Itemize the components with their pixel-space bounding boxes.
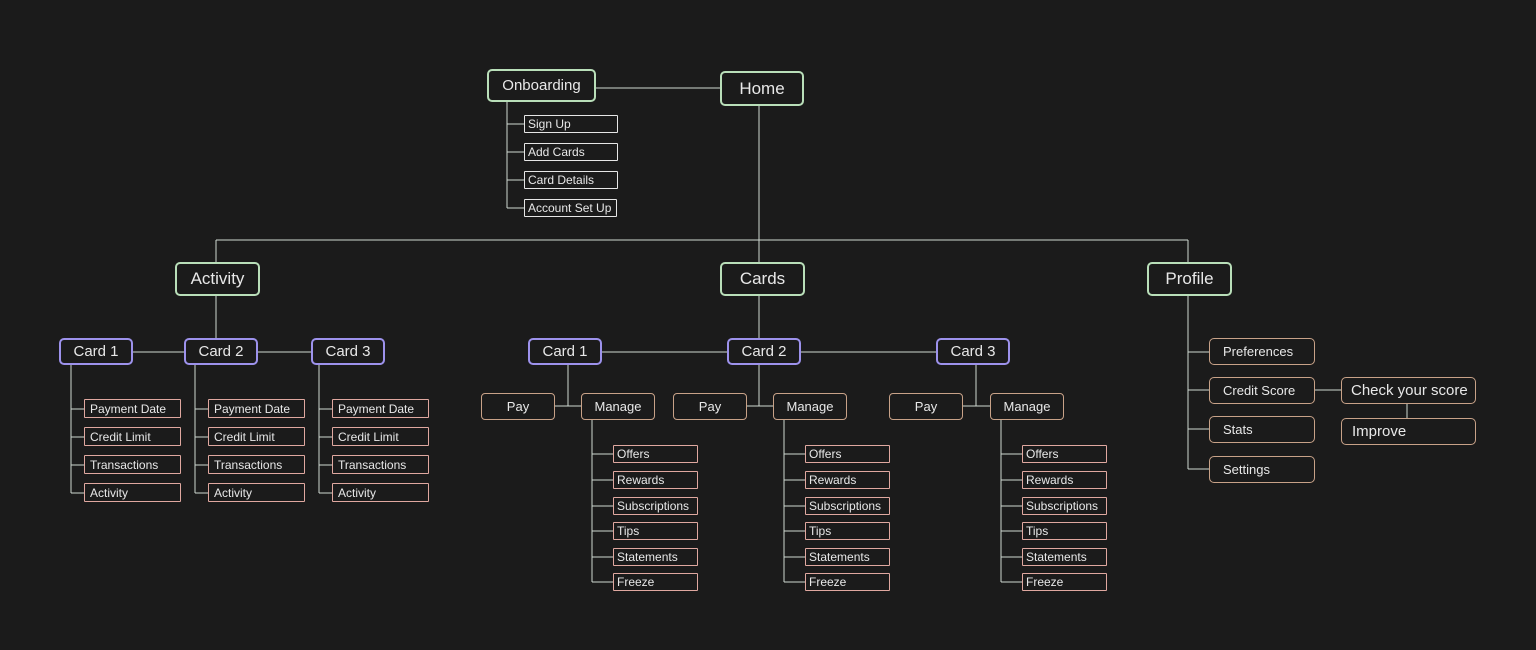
profile-item: Settings (1209, 456, 1315, 483)
manage-item: Freeze (805, 573, 890, 591)
manage-item: Tips (805, 522, 890, 540)
activity-item: Payment Date (332, 399, 429, 418)
profile-item: Preferences (1209, 338, 1315, 365)
manage-item: Subscriptions (1022, 497, 1107, 515)
profile-item: Credit Score (1209, 377, 1315, 404)
manage-item: Offers (613, 445, 698, 463)
manage-item: Statements (1022, 548, 1107, 566)
activity-item: Transactions (332, 455, 429, 474)
onboarding-item: Card Details (524, 171, 618, 189)
onboarding-item: Add Cards (524, 143, 618, 161)
activity-item: Credit Limit (208, 427, 305, 446)
home-node: Home (720, 71, 804, 106)
activity-item: Credit Limit (332, 427, 429, 446)
cards-node: Cards (720, 262, 805, 296)
activity-item: Transactions (84, 455, 181, 474)
manage-item: Subscriptions (805, 497, 890, 515)
activity-item: Payment Date (208, 399, 305, 418)
profile-node: Profile (1147, 262, 1232, 296)
cards-card-2: Card 2 (727, 338, 801, 365)
cards-card-3: Card 3 (936, 338, 1010, 365)
manage-item: Rewards (1022, 471, 1107, 489)
pay-node: Pay (673, 393, 747, 420)
manage-item: Subscriptions (613, 497, 698, 515)
manage-item: Offers (805, 445, 890, 463)
profile-item: Stats (1209, 416, 1315, 443)
activity-card-1: Card 1 (59, 338, 133, 365)
manage-item: Statements (805, 548, 890, 566)
onboarding-node: Onboarding (487, 69, 596, 102)
manage-node: Manage (990, 393, 1064, 420)
activity-item: Transactions (208, 455, 305, 474)
onboarding-item: Account Set Up (524, 199, 617, 217)
credit-score-item: Improve (1341, 418, 1476, 445)
manage-node: Manage (581, 393, 655, 420)
pay-node: Pay (481, 393, 555, 420)
activity-item: Activity (208, 483, 305, 502)
manage-item: Statements (613, 548, 698, 566)
credit-score-item: Check your score (1341, 377, 1476, 404)
cards-card-1: Card 1 (528, 338, 602, 365)
activity-card-2: Card 2 (184, 338, 258, 365)
activity-item: Payment Date (84, 399, 181, 418)
manage-item: Rewards (805, 471, 890, 489)
activity-item: Credit Limit (84, 427, 181, 446)
onboarding-item: Sign Up (524, 115, 618, 133)
activity-node: Activity (175, 262, 260, 296)
manage-item: Freeze (1022, 573, 1107, 591)
activity-item: Activity (84, 483, 181, 502)
manage-node: Manage (773, 393, 847, 420)
pay-node: Pay (889, 393, 963, 420)
manage-item: Rewards (613, 471, 698, 489)
activity-card-3: Card 3 (311, 338, 385, 365)
manage-item: Tips (1022, 522, 1107, 540)
manage-item: Freeze (613, 573, 698, 591)
manage-item: Tips (613, 522, 698, 540)
manage-item: Offers (1022, 445, 1107, 463)
activity-item: Activity (332, 483, 429, 502)
